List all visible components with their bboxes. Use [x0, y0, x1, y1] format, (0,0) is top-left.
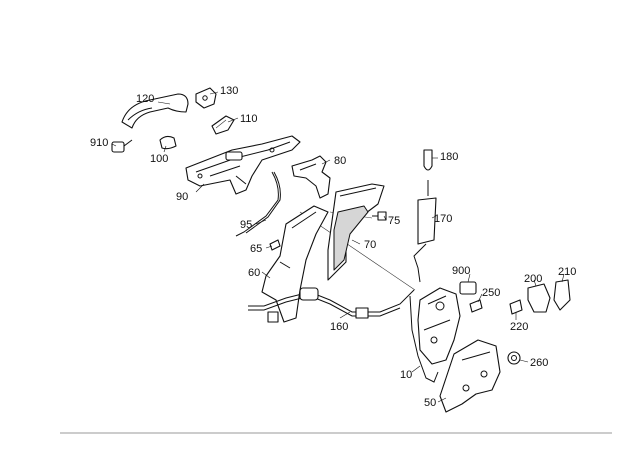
part-10-door-lock[interactable]	[409, 287, 461, 383]
callout-250: 250	[482, 287, 500, 299]
part-180-cap[interactable]	[423, 149, 433, 171]
part-130-handle-cap[interactable]	[195, 87, 217, 109]
callout-900: 900	[452, 265, 470, 277]
callout-95: 95	[240, 219, 252, 231]
part-80-bracket[interactable]	[291, 155, 331, 199]
part-160-cable[interactable]	[248, 287, 415, 323]
callout-210: 210	[558, 266, 576, 278]
part-90-handle-carrier[interactable]	[185, 135, 301, 195]
callout-100: 100	[150, 153, 168, 165]
part-210-plate[interactable]	[553, 279, 571, 311]
callout-10: 10	[400, 369, 412, 381]
callout-110: 110	[240, 113, 258, 125]
callout-200: 200	[524, 273, 542, 285]
part-95-rod[interactable]	[235, 171, 281, 237]
part-120-door-handle[interactable]	[121, 93, 189, 129]
callout-180: 180	[440, 151, 458, 163]
part-50-lock-bracket[interactable]	[439, 339, 501, 413]
callout-65: 65	[250, 243, 262, 255]
callout-220: 220	[510, 321, 528, 333]
callout-75: 75	[388, 215, 400, 227]
callout-910: 910	[90, 137, 108, 149]
part-220-screw[interactable]	[509, 299, 523, 315]
callout-50: 50	[424, 397, 436, 409]
leader-lines	[111, 91, 565, 403]
callout-60: 60	[248, 267, 260, 279]
callout-120: 120	[136, 93, 154, 105]
part-75-bolt[interactable]	[372, 211, 387, 221]
callout-260: 260	[530, 357, 548, 369]
part-910-lock-cylinder[interactable]	[111, 139, 133, 153]
part-200-striker[interactable]	[527, 283, 551, 313]
part-65-screw[interactable]	[269, 239, 281, 251]
part-250-bolt[interactable]	[469, 299, 483, 313]
callout-80: 80	[334, 155, 346, 167]
part-60-trim-panel[interactable]	[261, 205, 329, 323]
callout-90: 90	[176, 191, 188, 203]
callout-labels: 120 130 110 910 100 80 90 180 95 75 170 …	[90, 85, 576, 409]
callout-160: 160	[330, 321, 348, 333]
part-170-actuator[interactable]	[413, 180, 437, 283]
part-70-cover[interactable]	[327, 183, 385, 281]
callout-130: 130	[220, 85, 238, 97]
callout-170: 170	[434, 213, 452, 225]
part-100-rear-gasket[interactable]	[159, 135, 177, 150]
part-900-clip[interactable]	[459, 281, 477, 295]
part-110-gasket[interactable]	[211, 115, 235, 135]
callout-70: 70	[364, 239, 376, 251]
part-260-bolt[interactable]	[507, 351, 521, 365]
